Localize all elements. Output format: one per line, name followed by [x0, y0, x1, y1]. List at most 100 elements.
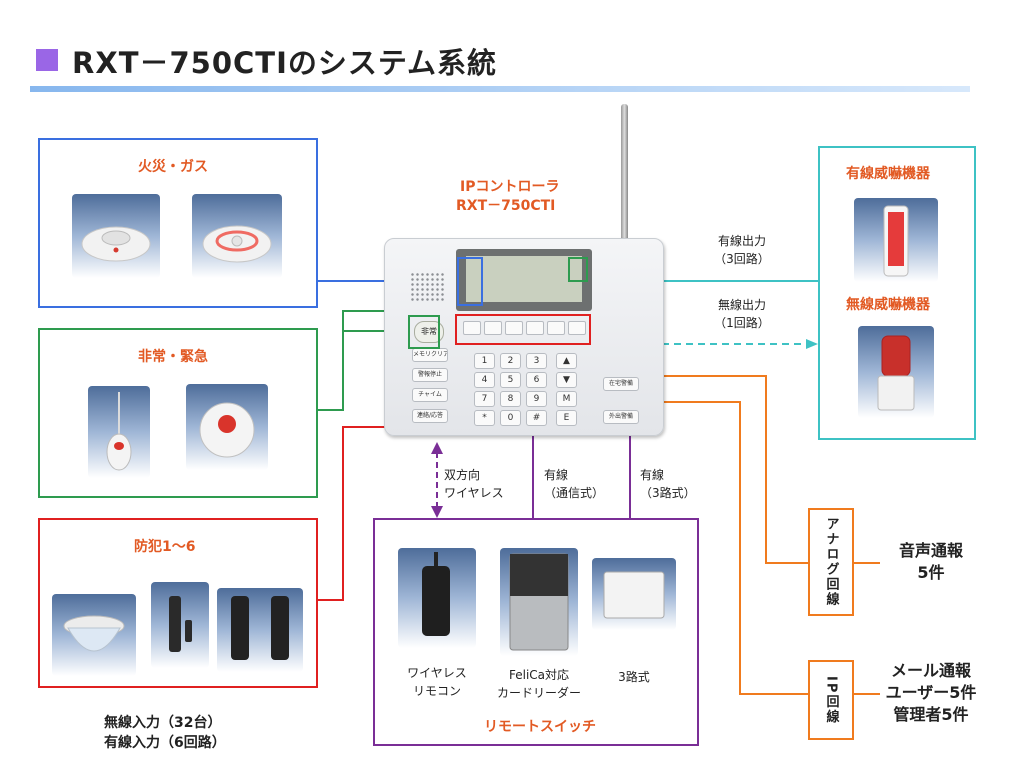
wired-siren-photo: [854, 198, 938, 282]
voice-notify-label-1: 音声通報: [898, 541, 963, 560]
mail-notify-label-2: ユーザー5件: [885, 683, 977, 702]
wireless-siren-photo: [858, 326, 934, 418]
wireless-siren-base: [877, 375, 915, 411]
chime-button: チャイム: [412, 388, 448, 402]
function-button-2: [484, 321, 502, 335]
beam-sensor-left: [231, 596, 249, 660]
smoke-detector-center: [101, 230, 131, 246]
function-button-3: [505, 321, 523, 335]
wireless-siren-lamp: [881, 335, 911, 377]
fire-input-highlight: [457, 257, 483, 306]
function-button-6: [568, 321, 586, 335]
door-sensor-main: [169, 596, 181, 652]
gas-detector-photo: [192, 194, 282, 278]
wireless-input-label: 無線入力（32台）: [104, 715, 222, 731]
keypad-key: #: [526, 410, 547, 426]
beam-sensor-photo: [217, 588, 303, 672]
keypad-key: ▼: [556, 372, 577, 388]
keypad-key: 3: [526, 353, 547, 369]
function-button-5: [547, 321, 565, 335]
mail-notify-label-1: メール通報: [890, 661, 971, 680]
wireless-output-label-1: 無線出力: [717, 298, 766, 312]
speaker-grille: [410, 272, 446, 302]
smoke-detector-led: [113, 247, 119, 253]
fire-gas-title: 火災・ガス: [138, 159, 208, 175]
away-guard-button: 外出警備: [603, 410, 639, 424]
keypad-key: ▲: [556, 353, 577, 369]
three-way-label: 3路式: [618, 670, 650, 684]
contact-button: 連絡/応答: [412, 409, 448, 423]
wired-3way-label-1: 有線: [640, 468, 665, 482]
analog-line: [662, 375, 808, 564]
keypad-key: *: [474, 410, 495, 426]
keypad-key: 5: [500, 372, 521, 388]
wired-siren-stripe: [888, 212, 904, 266]
keypad-key: 8: [500, 391, 521, 407]
bidirectional-label-1: 双方向: [444, 468, 481, 482]
title-marker: [36, 49, 58, 71]
function-button-4: [526, 321, 544, 335]
crime-title: 防犯1～6: [134, 539, 196, 555]
ceiling-sensor-photo: [52, 594, 136, 676]
wired-comm-label-2: （通信式）: [544, 486, 605, 500]
pendant-button-photo: [88, 386, 150, 478]
keypad-key: 9: [526, 391, 547, 407]
keypad-key: M: [556, 391, 577, 407]
wired-output-label-1: 有線出力: [717, 234, 766, 248]
keypad-key: E: [556, 410, 577, 426]
wireless-remote-label-1: ワイヤレス: [407, 666, 467, 680]
page-title: RXT－750CTIのシステム系統: [72, 46, 497, 80]
gas-detector-center: [231, 235, 243, 247]
card-reader-top: [510, 554, 568, 596]
wired-deterrent-title: 有線威嚇機器: [846, 166, 930, 182]
wired-input-label: 有線入力（6回路）: [104, 735, 226, 751]
wireless-output-arrow: [806, 339, 818, 349]
emergency-box: [38, 328, 318, 498]
function-buttons-highlight: [455, 314, 591, 345]
ip-line: [662, 401, 808, 695]
door-sensor-magnet: [185, 620, 192, 642]
bidirectional-label-2: ワイヤレス: [444, 486, 504, 500]
ceiling-sensor-dome: [67, 627, 121, 652]
emergency-input-highlight: [568, 257, 588, 282]
keypad-key: 2: [500, 353, 521, 369]
felica-label-1: FeliCa対応: [508, 668, 570, 682]
emergency-button-highlight: [408, 315, 440, 349]
voice-notify-label-2: 5件: [917, 563, 945, 582]
keypad-key: 7: [474, 391, 495, 407]
wireless-deterrent-title: 無線威嚇機器: [846, 297, 930, 313]
emergency-button-photo: [186, 384, 268, 470]
bidirectional-arrow-down: [431, 506, 443, 518]
three-way-switch-photo: [592, 558, 676, 630]
beam-sensor-right: [271, 596, 289, 660]
wired-3way-label-2: （3路式）: [640, 486, 696, 500]
wired-comm-label-1: 有線: [544, 468, 569, 482]
controller-name-line1: IPコントローラ: [460, 179, 560, 195]
keypad-key: 1: [474, 353, 495, 369]
emergency-title: 非常・緊急: [138, 349, 208, 365]
controller-name-line2: RXT－750CTI: [456, 198, 556, 214]
wireless-remote-label-2: リモコン: [412, 684, 461, 698]
gas-detector-ring: [215, 230, 259, 252]
three-way-switch-body: [603, 571, 665, 619]
wireless-remote-photo: [398, 548, 476, 648]
title-underline: [30, 86, 970, 92]
antenna: [621, 104, 628, 242]
remote-body: [422, 566, 450, 636]
keypad-key: 4: [474, 372, 495, 388]
keypad-key: 6: [526, 372, 547, 388]
pendant-button: [114, 442, 124, 450]
smoke-detector-photo: [72, 194, 160, 278]
function-button-1: [463, 321, 481, 335]
emergency-button-red: [218, 415, 236, 433]
alarm-stop-button: 警報停止: [412, 368, 448, 382]
felica-label-2: カードリーダー: [496, 686, 581, 700]
keypad-key: 0: [500, 410, 521, 426]
analog-line-box: アナログ回線: [808, 508, 854, 616]
home-guard-button: 在宅警備: [603, 377, 639, 391]
door-sensor-photo: [151, 582, 209, 668]
wired-output-label-2: （3回路）: [714, 252, 770, 266]
remote-antenna: [434, 552, 438, 568]
lcd-display: [466, 256, 582, 302]
